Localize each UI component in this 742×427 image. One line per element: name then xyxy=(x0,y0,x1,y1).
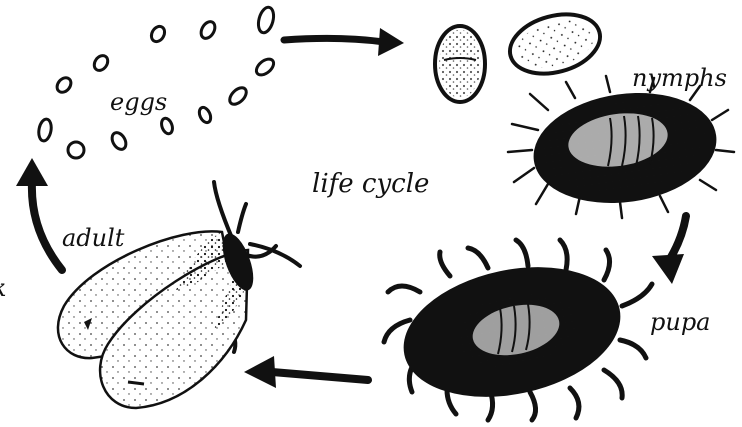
label-center: life cycle xyxy=(312,169,429,199)
egg xyxy=(68,142,84,158)
egg xyxy=(37,118,53,142)
egg xyxy=(198,19,217,41)
egg xyxy=(197,106,213,125)
egg xyxy=(256,6,276,35)
egg xyxy=(149,24,167,44)
label-nymphs: nymphs xyxy=(632,64,727,92)
egg xyxy=(160,117,175,135)
arrow-pupa-to-adult xyxy=(244,356,368,388)
eggs-illustration xyxy=(37,6,276,158)
nymphs-illustration xyxy=(435,5,734,218)
egg xyxy=(109,130,128,152)
egg xyxy=(227,85,250,108)
label-eggs: eggs xyxy=(110,88,167,116)
label-pupa: pupa xyxy=(650,308,711,336)
arrow-adult-to-eggs xyxy=(16,158,62,270)
young-nymph-2 xyxy=(503,5,606,83)
egg xyxy=(91,53,110,73)
pupa-illustration xyxy=(384,240,652,420)
egg xyxy=(253,56,276,78)
young-nymph-1 xyxy=(435,26,485,102)
label-adult: adult xyxy=(62,224,125,252)
large-nymph xyxy=(508,76,734,218)
stray-glyph: k xyxy=(0,274,7,302)
arrow-eggs-to-nymphs xyxy=(284,28,404,56)
arrow-nymphs-to-pupa xyxy=(652,216,686,284)
egg xyxy=(54,75,73,95)
